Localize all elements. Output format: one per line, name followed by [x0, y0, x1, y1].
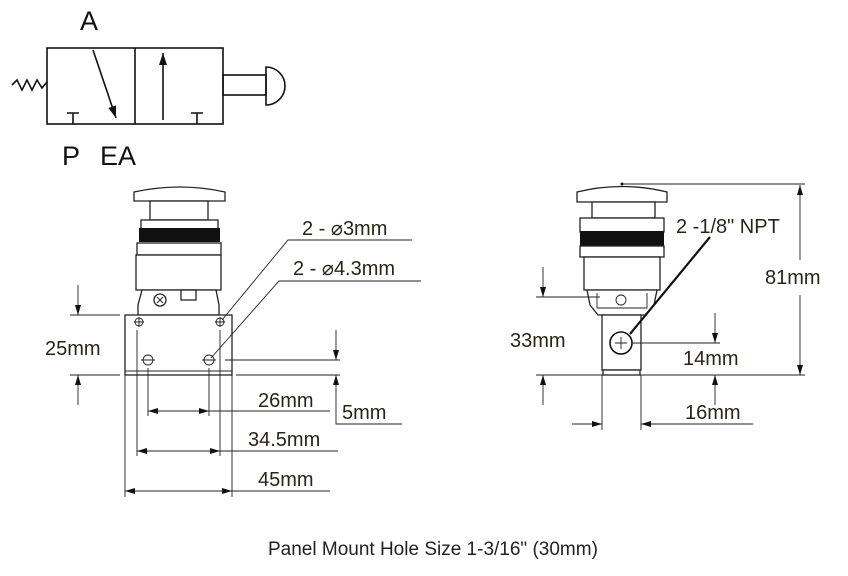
large-hole-callout: 2 - ⌀4.3mm: [293, 258, 395, 280]
panel-mount-caption: Panel Mount Hole Size 1-3/16" (30mm): [268, 539, 598, 560]
width-dimension: 45mm: [258, 469, 314, 491]
spring-icon: [11, 78, 48, 92]
port-height-dimension: 14mm: [683, 348, 739, 370]
small-hole-callout: 2 - ⌀3mm: [302, 218, 387, 240]
body-width-dimension: 16mm: [685, 402, 741, 424]
port-ea-label: EA: [100, 141, 136, 171]
height-dimension: 25mm: [45, 338, 101, 360]
side-view: 81mm 33mm 14mm 16mm 2 -1/8" NPT: [510, 182, 821, 430]
total-height-dimension: 81mm: [765, 267, 821, 289]
port-p-label: P: [62, 141, 80, 171]
port-a-label: A: [80, 6, 98, 36]
valve-symbol: A P EA: [11, 6, 286, 171]
hole-spacing-dimension: 26mm: [258, 390, 314, 412]
hole-offset-dimension: 5mm: [342, 402, 386, 424]
body-height-dimension: 33mm: [510, 330, 566, 352]
front-view: 25mm 26mm 34.5mm 45mm 5mm 2 - ⌀3mm 2 - ⌀…: [45, 186, 421, 497]
push-button-icon: [265, 66, 286, 106]
port-thread-callout: 2 -1/8" NPT: [676, 216, 780, 238]
mount-spacing-dimension: 34.5mm: [248, 429, 320, 451]
